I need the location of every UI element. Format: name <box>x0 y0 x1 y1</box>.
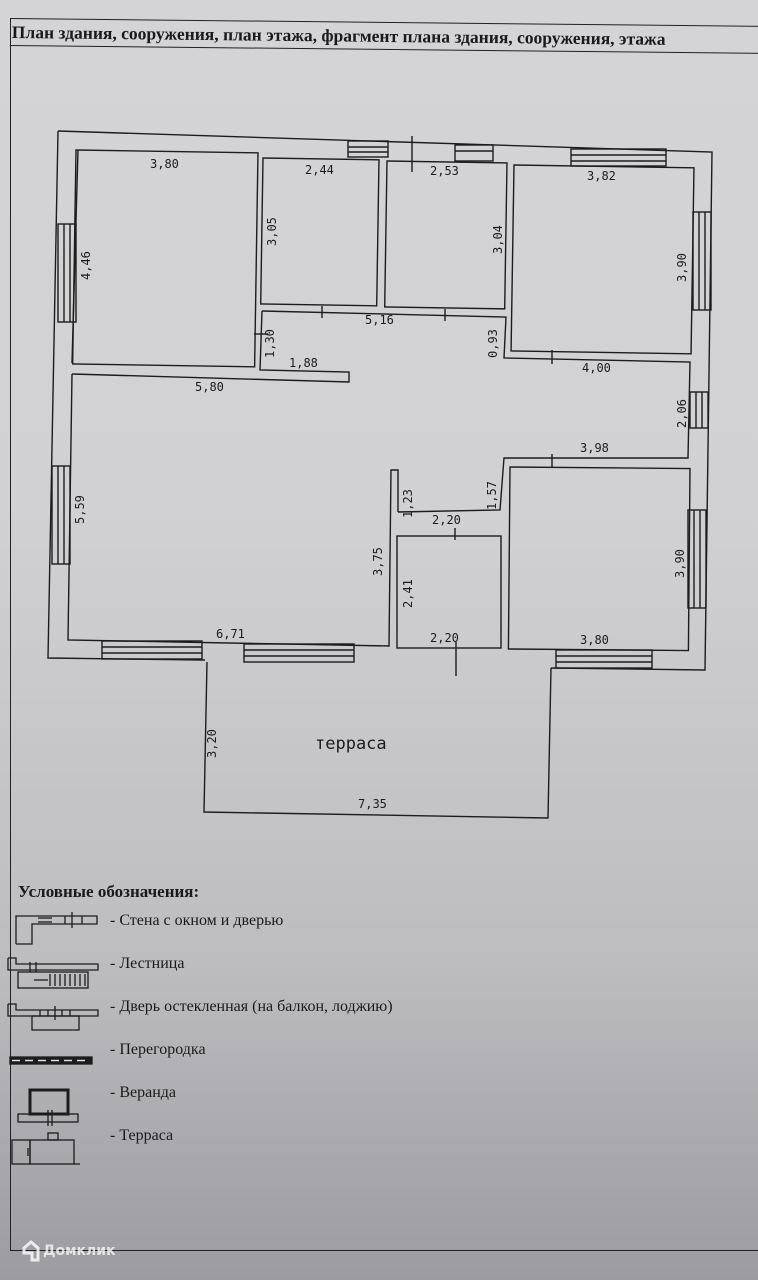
dim-living-height: 5,59 <box>73 495 87 524</box>
dim-room1-height: 4,46 <box>79 251 93 280</box>
stairs-icon <box>7 957 99 989</box>
watermark-text: Домклик <box>43 1243 116 1259</box>
wall-window-door-icon <box>15 912 98 945</box>
glazed-door-icon <box>7 1003 99 1031</box>
room-5 <box>507 466 691 652</box>
room-4 <box>510 164 695 355</box>
terrace-icon <box>11 1132 80 1165</box>
dim-living-right-height: 3,75 <box>371 547 385 576</box>
dim-bath-bottom-width: 2,20 <box>430 631 459 645</box>
legend-icons <box>7 912 99 1165</box>
living-room <box>67 373 399 647</box>
dim-corridor-height: 2,06 <box>675 399 689 428</box>
terrace <box>203 661 552 819</box>
dim-hall-height: 0,93 <box>486 329 500 358</box>
legend-item-glazed-door: - Дверь остекленная (на балкон, лоджию) <box>110 998 393 1015</box>
partition-icon <box>9 1056 93 1065</box>
dim-living-width-bottom: 6,71 <box>216 627 245 641</box>
veranda-icon <box>17 1088 79 1126</box>
dim-corridor-bottom: 3,98 <box>580 441 609 455</box>
outer-walls <box>47 130 713 671</box>
watermark: Домклик <box>22 1240 116 1262</box>
dim-hall-width: 5,16 <box>365 313 394 327</box>
dim-room3-width: 2,53 <box>430 164 459 178</box>
outer-wall-line <box>57 130 713 671</box>
legend-item-stairs: - Лестница <box>110 955 185 972</box>
room-3 <box>383 160 508 310</box>
dim-bath-height: 2,41 <box>401 579 415 608</box>
legend-item-terrace: - Терраса <box>110 1127 174 1144</box>
room-1 <box>71 149 259 368</box>
hall-outline <box>261 310 691 513</box>
doors <box>254 136 553 676</box>
dim-room5-width: 3,80 <box>580 633 609 647</box>
dim-room1-width: 3,80 <box>150 157 179 171</box>
dim-room5-height: 3,90 <box>673 549 687 578</box>
page-frame <box>10 18 758 1251</box>
dim-room2-width: 2,44 <box>305 163 334 177</box>
terrace-label: терраса <box>315 734 387 754</box>
dim-hall-small-height: 1,30 <box>263 329 277 358</box>
legend-title: Условные обозначения: <box>18 882 200 901</box>
dim-living-width-top: 5,80 <box>195 380 224 394</box>
dim-niche-height: 1,23 <box>401 489 415 518</box>
room-2 <box>259 157 380 307</box>
dim-room4-height: 3,90 <box>675 253 689 282</box>
house-logo-icon <box>22 1240 40 1262</box>
dim-terrace-height: 3,20 <box>205 729 219 758</box>
hall-partition <box>71 310 350 383</box>
dim-terrace-width: 7,35 <box>358 797 387 811</box>
windows <box>51 140 712 669</box>
legend-item-veranda: - Веранда <box>110 1084 177 1101</box>
dim-room2-height: 3,05 <box>265 217 279 246</box>
bathroom <box>396 535 502 649</box>
legend-item-partition: - Перегородка <box>110 1041 206 1058</box>
dim-corridor-width: 4,00 <box>582 361 611 375</box>
dim-room4-width: 3,82 <box>587 169 616 183</box>
dim-hall-small-width: 1,88 <box>289 356 318 370</box>
dim-passage-height: 1,57 <box>485 481 499 510</box>
dim-room3-height: 3,04 <box>491 225 505 254</box>
legend-item-wall: - Стена с окном и дверью <box>110 912 284 929</box>
dim-bath-top-width: 2,20 <box>432 513 461 527</box>
